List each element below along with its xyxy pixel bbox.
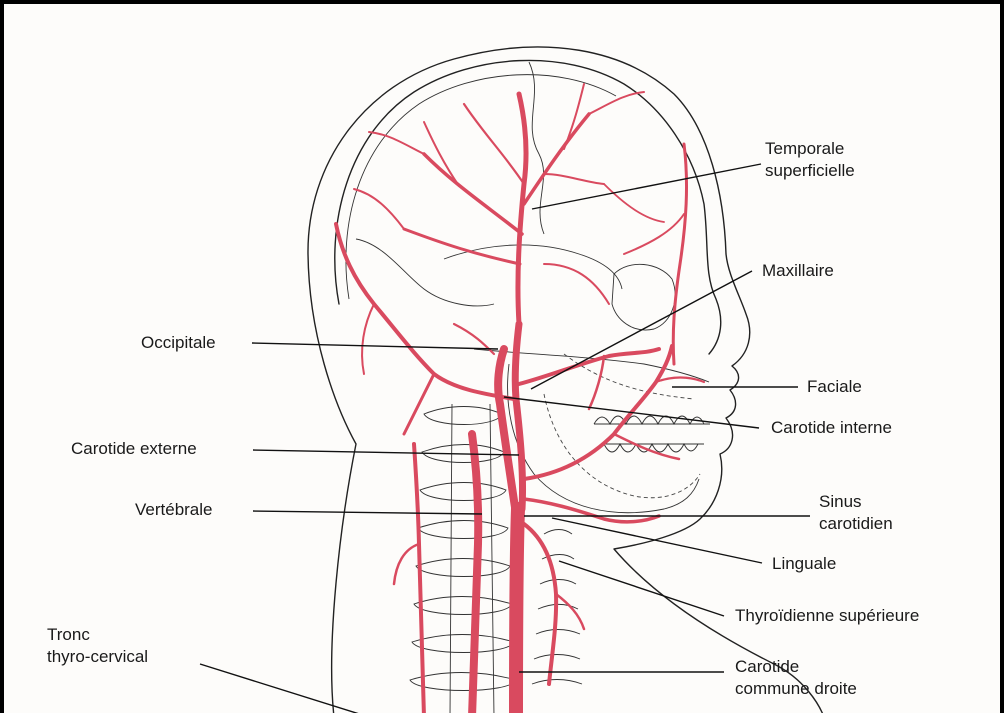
leader-tronc (200, 664, 369, 713)
label-line: Carotide (735, 656, 857, 678)
label-line: superficielle (765, 160, 855, 182)
label-tronc-thyro-cervical: Tronc thyro-cervical (47, 624, 148, 668)
skull-outline (335, 60, 721, 354)
label-line: Temporale (765, 138, 855, 160)
common-carotid-artery (516, 509, 518, 713)
label-carotide-commune-droite: Carotide commune droite (735, 656, 857, 700)
label-carotide-interne: Carotide interne (771, 417, 892, 439)
vertebral-artery (472, 434, 478, 713)
leader-vertebrale (253, 511, 482, 514)
cervical-vertebrae (410, 404, 516, 713)
external-carotid-artery (515, 324, 522, 509)
occipital-artery (336, 224, 514, 399)
leader-maxillaire (531, 271, 752, 389)
label-vertebrale: Vertébrale (135, 499, 213, 521)
label-temporale-superficielle: Temporale superficielle (765, 138, 855, 182)
mandible-inner-dashed (544, 394, 700, 498)
label-maxillaire: Maxillaire (762, 260, 834, 282)
leader-carotide-interne (504, 397, 759, 428)
orbit-outline (612, 264, 675, 330)
label-line: thyro-cervical (47, 646, 148, 668)
label-line: Tronc (47, 624, 148, 646)
superficial-temporal-artery (518, 94, 526, 324)
leader-thyroidienne (559, 561, 724, 616)
label-line: carotidien (819, 513, 893, 535)
leader-occipitale (252, 343, 498, 349)
label-occipitale: Occipitale (141, 332, 216, 354)
lingual-artery (524, 499, 659, 522)
superior-thyroid-artery (524, 524, 556, 684)
thyrocervical-trunk-branch (414, 444, 424, 713)
skull-inner-outline (346, 75, 616, 299)
label-sinus-carotidien: Sinus carotidien (819, 491, 893, 535)
lambdoid-suture (356, 239, 494, 306)
label-carotide-externe: Carotide externe (71, 438, 197, 460)
label-faciale: Faciale (807, 376, 862, 398)
leader-carotide-externe (253, 450, 519, 455)
label-line: Sinus (819, 491, 893, 513)
facial-artery (524, 346, 672, 479)
label-thyroidienne-superieure: Thyroïdienne supérieure (735, 605, 919, 627)
leader-linguale (552, 518, 762, 563)
label-linguale: Linguale (772, 553, 836, 575)
label-line: commune droite (735, 678, 857, 700)
leader-temporale (532, 164, 761, 209)
